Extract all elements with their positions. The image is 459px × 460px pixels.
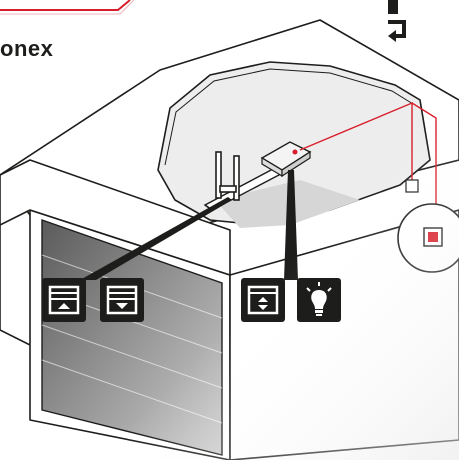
garage-door-close-icon xyxy=(100,278,144,322)
garage-door-open-close-icon xyxy=(241,278,285,322)
brand-wordmark: onex xyxy=(0,36,53,62)
light-bulb-icon xyxy=(297,278,341,322)
garage-door-open-icon xyxy=(42,278,86,322)
